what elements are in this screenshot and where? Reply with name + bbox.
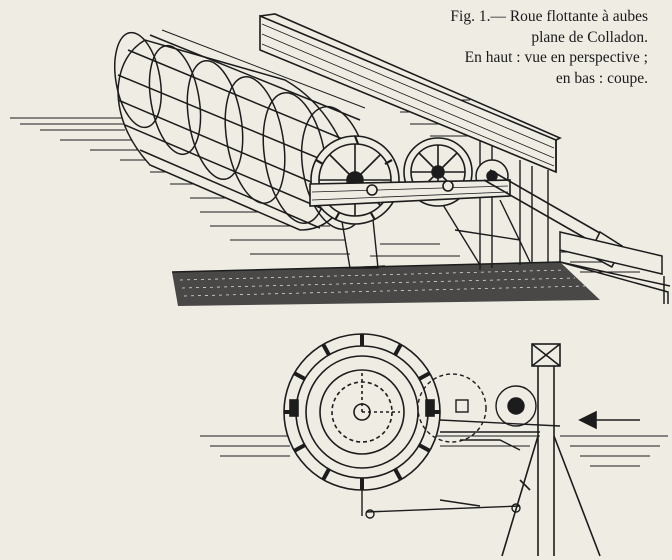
caption-line-3: En haut : vue en perspective ; — [464, 49, 648, 66]
caption-line-2: plane de Colladon. — [531, 28, 648, 46]
riverbed-ground — [171, 261, 600, 306]
section-base-levers — [361, 490, 521, 519]
bank-ledge — [559, 231, 671, 304]
section-post — [501, 343, 601, 557]
section-view — [200, 333, 668, 557]
floating-drum — [114, 29, 370, 231]
flow-arrow — [578, 410, 640, 430]
figure-caption: Fig. 1.— Roue flottante à aubes plane de… — [348, 7, 648, 89]
timber-beam — [259, 13, 562, 174]
section-water-lines — [200, 435, 668, 467]
frame-rails — [309, 179, 511, 207]
perspective-view — [10, 13, 671, 306]
section-gears — [417, 373, 561, 451]
gear-wheel-large — [310, 135, 400, 225]
caption-line-4: en bas : coupe. — [555, 69, 648, 87]
caption-line-1: Fig. 1.— Roue flottante à aubes — [450, 8, 648, 25]
paddle-wheel-section — [283, 333, 441, 491]
